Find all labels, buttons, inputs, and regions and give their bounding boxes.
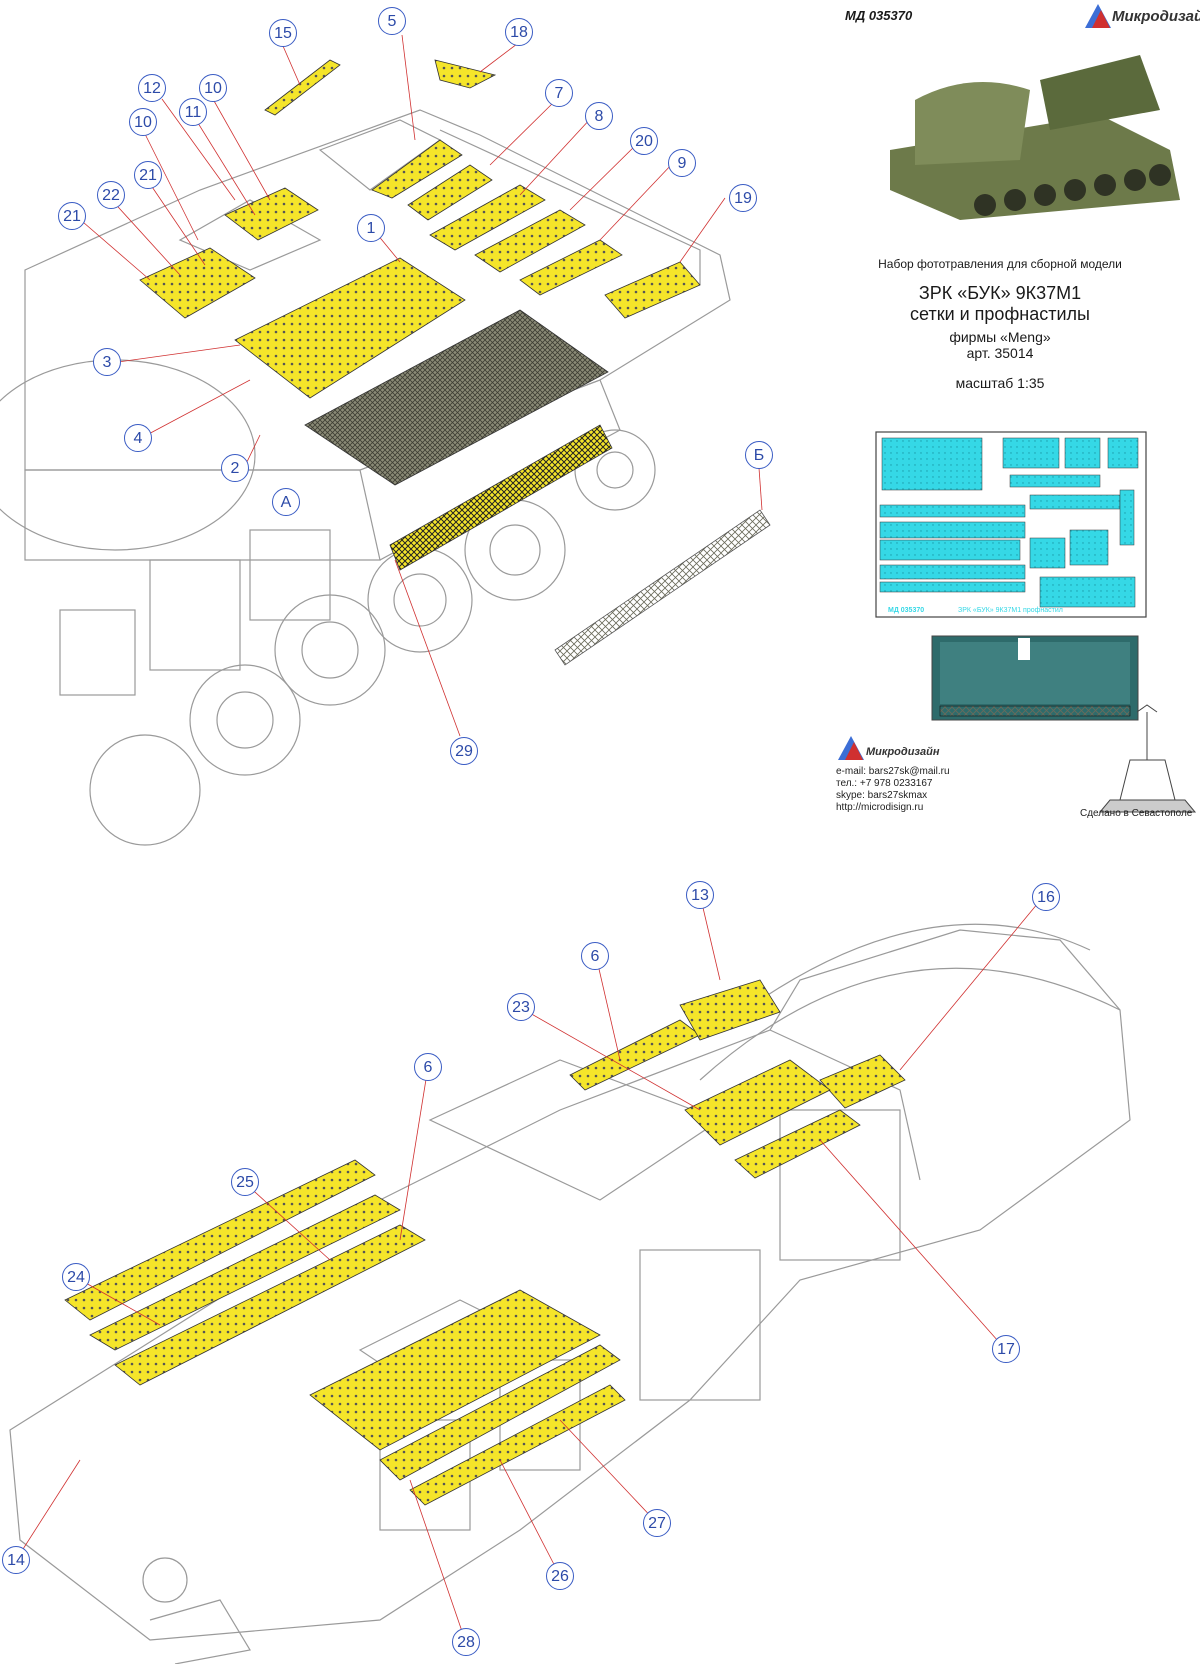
callout-1: 1	[357, 214, 385, 242]
monument-drawing	[1098, 704, 1197, 813]
callout-23: 23	[507, 993, 535, 1021]
info-line-2: ЗРК «БУК» 9К37М1	[918, 283, 1082, 303]
callout-20: 20	[630, 127, 658, 155]
callout-5: 5	[378, 7, 406, 35]
contact-info: e-mail: bars27sk@mail.ru тел.: +7 978 02…	[836, 766, 950, 814]
callout-13: 13	[686, 881, 714, 909]
info-line-3: сетки и профнастилы	[910, 304, 1090, 324]
vehicle-photo	[880, 55, 1190, 230]
callout-17: 17	[992, 1335, 1020, 1363]
fret-title: ЗРК «БУК» 9К37М1 профнастил	[958, 607, 1063, 614]
contact-brand: Микродизайн	[866, 746, 940, 758]
callout-6b: 6	[414, 1053, 442, 1081]
callout-4: 4	[124, 424, 152, 452]
upper-etch-parts	[139, 59, 701, 571]
callout-10b: 10	[129, 108, 157, 136]
info-line-5: арт. 35014	[966, 345, 1034, 361]
callout-21b: 21	[58, 202, 86, 230]
callout-26: 26	[546, 1562, 574, 1590]
info-line-1: Набор фототравления для сборной модели	[878, 257, 1122, 271]
contact-logo-icon	[838, 736, 864, 760]
spare-net-part	[554, 509, 771, 666]
brand-logo-icon	[1085, 4, 1111, 28]
contact-email: e-mail: bars27sk@mail.ru	[836, 766, 950, 777]
lower-etch-parts	[64, 979, 906, 1506]
brand-name: Микродизайн	[1112, 8, 1200, 25]
callout-15: 15	[269, 19, 297, 47]
info-line-4: фирмы «Meng»	[949, 329, 1051, 345]
callout-24: 24	[62, 1263, 90, 1291]
contact-phone: тел.: +7 978 0233167	[836, 778, 933, 789]
callout-2: 2	[221, 454, 249, 482]
callout-10a: 10	[199, 74, 227, 102]
contact-web: http://microdisign.ru	[836, 802, 924, 813]
callout-25: 25	[231, 1168, 259, 1196]
callout-19: 19	[729, 184, 757, 212]
callout-22: 22	[97, 181, 125, 209]
callout-6a: 6	[581, 942, 609, 970]
callout-12: 12	[138, 74, 166, 102]
callout-7: 7	[545, 79, 573, 107]
leader-lines	[15, 34, 1044, 1644]
callout-3: 3	[93, 348, 121, 376]
callout-9: 9	[668, 149, 696, 177]
callout-8: 8	[585, 102, 613, 130]
callout-14: 14	[2, 1546, 30, 1574]
callout-11: 11	[179, 98, 207, 126]
scale-label: масштаб 1:35	[955, 375, 1045, 391]
info-block: Набор фототравления для сборной модели З…	[820, 257, 1180, 391]
callout-A: А	[272, 488, 300, 516]
callout-28: 28	[452, 1628, 480, 1656]
contact-skype: skype: bars27skmax	[836, 790, 928, 801]
callout-B: Б	[745, 441, 773, 469]
kit-code: МД 035370	[845, 8, 913, 23]
callout-21a: 21	[134, 161, 162, 189]
fret-code: МД 035370	[888, 607, 925, 614]
callout-29: 29	[450, 737, 478, 765]
callout-16: 16	[1032, 883, 1060, 911]
callout-27: 27	[643, 1509, 671, 1537]
fret-sheet	[875, 431, 1147, 721]
callout-18: 18	[505, 18, 533, 46]
made-in-label: Сделано в Севастополе	[1080, 808, 1193, 819]
